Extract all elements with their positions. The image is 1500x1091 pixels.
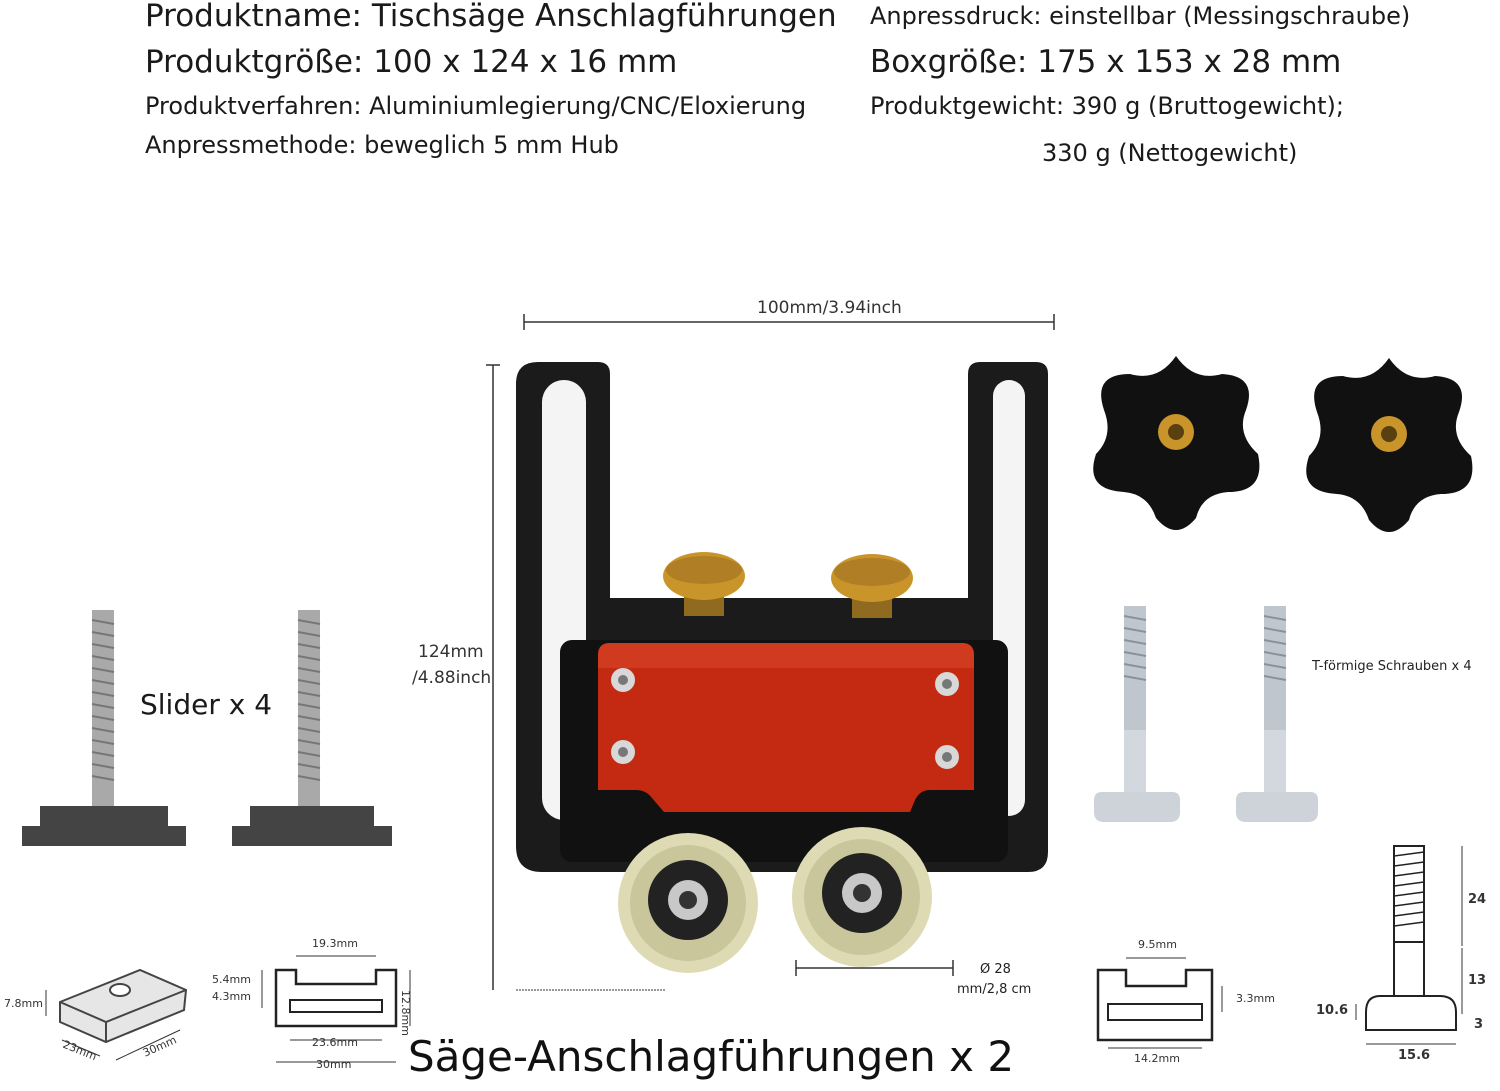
bolt-dim-24: 24 bbox=[1468, 892, 1487, 907]
slot-left-outer-width: 30mm bbox=[316, 1058, 352, 1071]
bolt-dim-15-6: 15.6 bbox=[1398, 1048, 1431, 1063]
spec-method: Anpressmethode: beweglich 5 mm Hub bbox=[145, 131, 619, 159]
wheel-diameter-label-cm: mm/2,8 cm bbox=[957, 982, 1032, 997]
t-bolt-label: T-förmige Schrauben x 4 bbox=[1312, 659, 1472, 674]
slot-right-top: 9.5mm bbox=[1138, 938, 1177, 951]
spec-product-size: Produktgröße: 100 x 124 x 16 mm bbox=[145, 44, 678, 80]
spec-box-size: Boxgröße: 175 x 153 x 28 mm bbox=[870, 44, 1342, 80]
slot-left-depth-1: 5.4mm bbox=[212, 973, 251, 986]
spec-pressure: Anpressdruck: einstellbar (Messingschrau… bbox=[870, 2, 1411, 30]
bolt-dim-10-6: 10.6 bbox=[1316, 1003, 1349, 1018]
slot-right-bottom: 14.2mm bbox=[1134, 1052, 1180, 1065]
spec-process: Produktverfahren: Aluminiumlegierung/CNC… bbox=[145, 92, 807, 120]
product-title: Säge-Anschlagführungen x 2 bbox=[408, 1032, 1015, 1081]
slot-left-top-label: 19.3mm bbox=[312, 937, 358, 950]
slot-left-inner-width: 23.6mm bbox=[312, 1036, 358, 1049]
block-height-label: 7.8mm bbox=[4, 997, 43, 1010]
spec-weight-gross: Produktgewicht: 390 g (Bruttogewicht); bbox=[870, 92, 1344, 120]
height-label: 124mm bbox=[418, 642, 484, 662]
spec-product-name: Produktname: Tischsäge Anschlagführungen bbox=[145, 0, 837, 34]
height-label-inch: /4.88inch bbox=[412, 668, 492, 688]
slider-label: Slider x 4 bbox=[140, 688, 273, 721]
bolt-dim-3: 3 bbox=[1474, 1017, 1484, 1032]
slot-right-height: 3.3mm bbox=[1236, 992, 1275, 1005]
width-label: 100mm/3.94inch bbox=[757, 298, 902, 318]
wheel-diameter-label: Ø 28 bbox=[980, 962, 1011, 977]
spec-weight-net: 330 g (Nettogewicht) bbox=[1042, 139, 1298, 167]
slot-left-depth-2: 4.3mm bbox=[212, 990, 251, 1003]
bolt-dim-13: 13 bbox=[1468, 973, 1487, 988]
